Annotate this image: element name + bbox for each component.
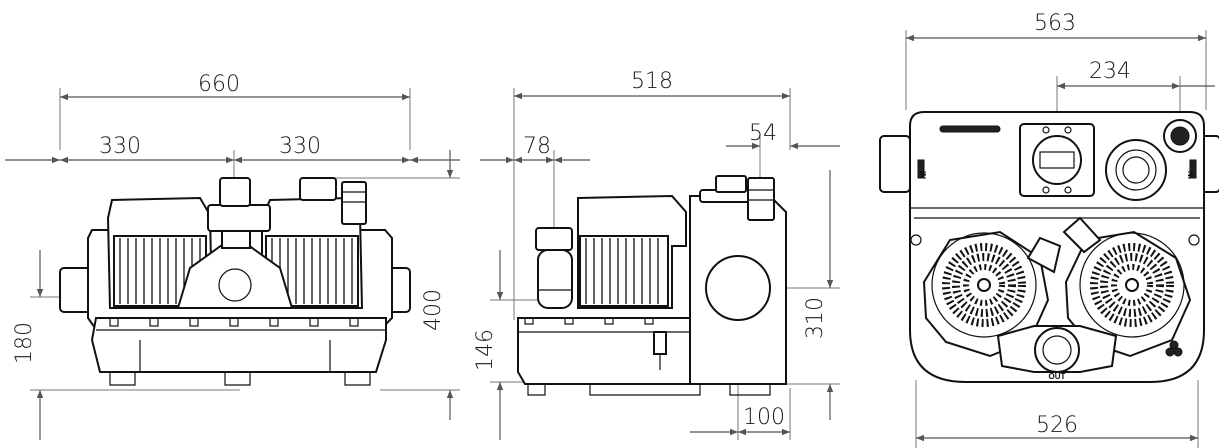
pump-front-outline: [59, 177, 411, 386]
dimension-label-660: 660: [198, 72, 240, 97]
front-view: 660 330 330 180 400: [5, 72, 460, 440]
dimension-label-78: 78: [523, 134, 551, 159]
dimension-label-100: 100: [743, 405, 785, 430]
dimension-label-330-right: 330: [279, 134, 321, 159]
dimension-inlet-offset: 78: [480, 134, 590, 228]
pump-side-outline: [517, 175, 787, 396]
side-view: 518 78 54 146: [473, 69, 840, 440]
dimension-overall-width-top: 563: [905, 11, 1207, 110]
dimension-label-526: 526: [1036, 413, 1078, 438]
dimension-inlet-height: 180: [12, 250, 240, 440]
dimension-half-widths: 330 330: [5, 134, 460, 205]
dimension-inlet-height-side: 146: [473, 250, 580, 440]
dimension-label-234: 234: [1089, 59, 1131, 84]
dimension-label-518: 518: [631, 69, 673, 94]
dimension-label-400: 400: [421, 289, 446, 331]
outlet-label: OUT: [1049, 372, 1066, 381]
pump-top-outline: IN IN: [879, 111, 1219, 383]
impeller-left: [922, 230, 1050, 358]
dimension-label-330-left: 330: [99, 134, 141, 159]
dimension-overall-height: 400: [330, 150, 460, 420]
dimension-overall-depth: 518: [513, 69, 791, 320]
dimension-overall-width: 660: [59, 72, 411, 150]
inlet-label-left: IN: [918, 171, 927, 179]
dimension-label-180: 180: [12, 322, 37, 364]
dimension-label-146: 146: [473, 329, 498, 371]
dimension-base-width: 526: [915, 380, 1199, 448]
dimension-label-310: 310: [803, 297, 828, 339]
impeller-right: [1064, 230, 1192, 358]
dimension-label-563: 563: [1034, 11, 1076, 36]
top-view: 563 234 526: [879, 11, 1219, 448]
dimension-label-54: 54: [749, 121, 777, 146]
inlet-label-right: IN: [1187, 171, 1196, 179]
